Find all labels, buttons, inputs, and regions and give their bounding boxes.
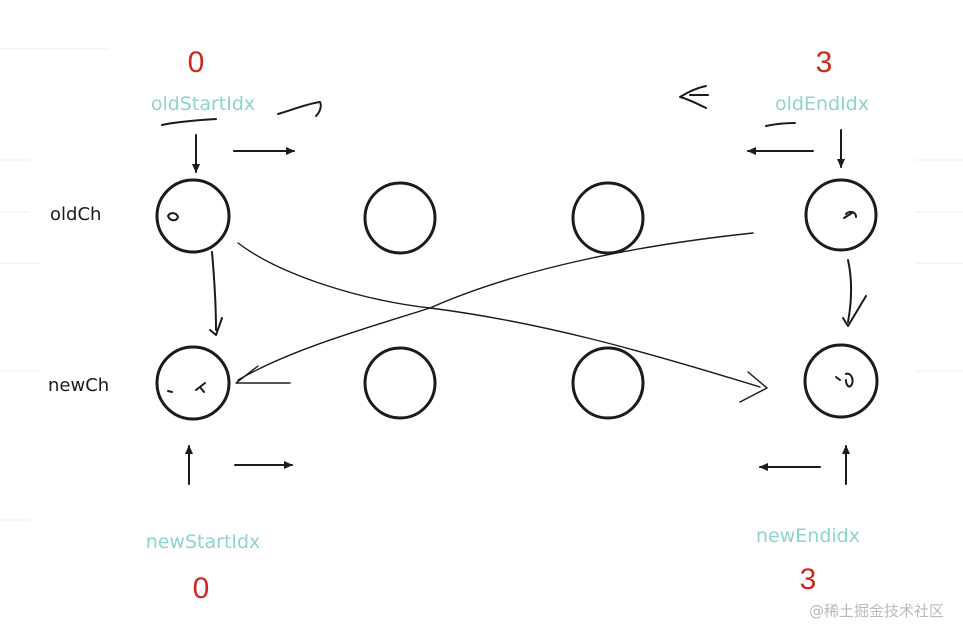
old-start-idx-label: oldStartIdx [151,93,255,115]
old-start-to-new-end-stroke [237,242,761,388]
new-start-idx-label: newStartIdx [146,531,261,553]
old-end-underline-stroke [765,122,796,127]
old-node-3 [804,178,878,252]
new-node-0 [155,345,231,421]
old-children-label: oldCh [50,204,101,225]
old-end-idx-label: oldEndIdx [775,93,869,115]
watermark-text: @稀土掘金技术社区 [809,602,944,620]
old-node-2 [571,181,645,255]
old-end-to-new-start-tip [235,365,291,384]
old-start-to-new-start-tip [209,317,223,336]
new-end-idx-label: newEndidx [756,525,860,547]
old-start-index-number: 0 [188,46,205,79]
old-end-index-number: 3 [816,46,833,79]
old-end-to-new-start-stroke [237,232,754,381]
old-start-to-new-end-tip [739,371,768,403]
old-end-to-new-end-tip [842,295,867,327]
background-scan-lines [0,48,963,521]
new-end-index-number: 3 [800,563,817,596]
old-start-to-new-start-stroke [211,251,217,331]
old-node-1 [363,181,437,255]
old-start-move-stroke [277,101,322,117]
new-start-index-number: 0 [193,572,210,605]
old-start-underline-stroke [161,118,217,126]
new-node-1 [363,346,437,420]
old-end-move-stroke [679,85,709,109]
old-node-0 [155,178,231,254]
old-end-to-new-end-stroke [847,259,852,323]
new-node-2 [571,346,645,420]
new-children-label: newCh [48,375,109,396]
new-node-3 [803,343,879,419]
node-scribble-marks [167,210,857,393]
